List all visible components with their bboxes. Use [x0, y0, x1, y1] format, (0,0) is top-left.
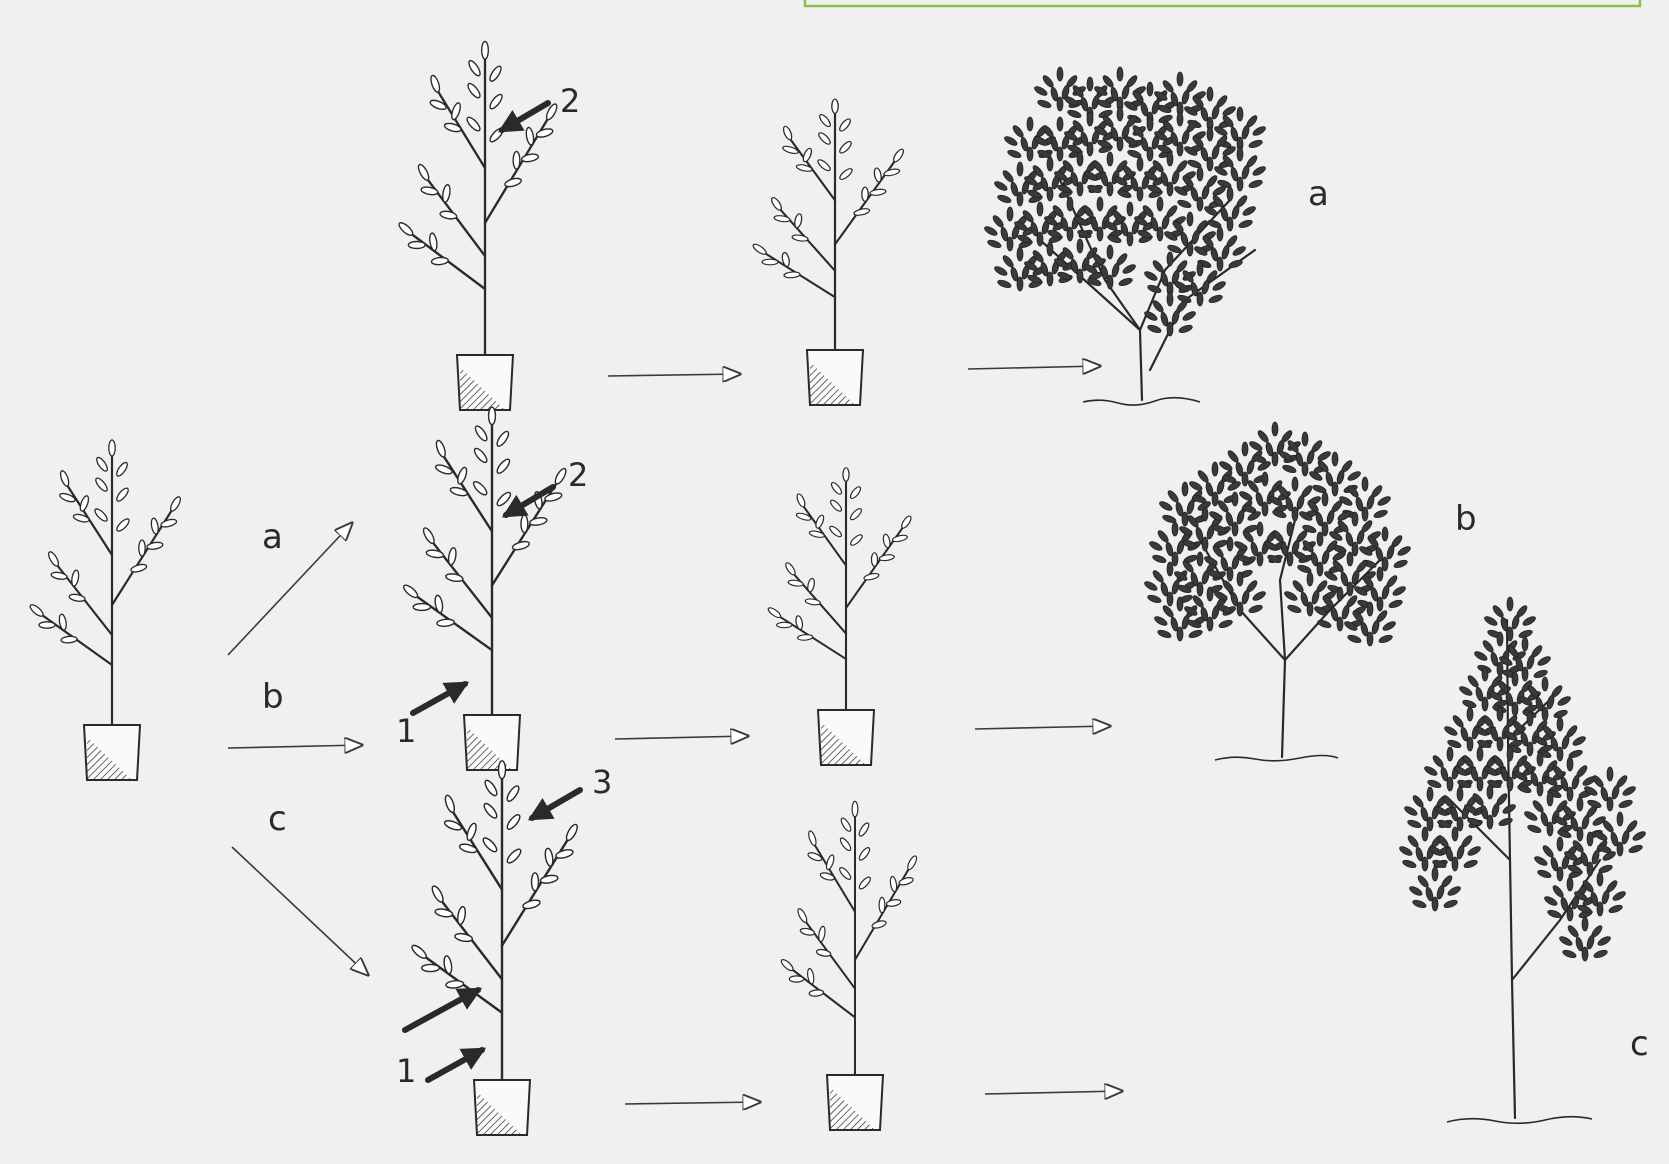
path-label-a: a	[262, 517, 283, 557]
cut-mark-b-top: 2	[568, 456, 588, 494]
result-label-b: b	[1455, 499, 1477, 539]
result-label-a: a	[1308, 174, 1329, 214]
cut-mark-b-bottom: 1	[396, 712, 416, 750]
path-label-b: b	[262, 677, 284, 717]
result-label-c: c	[1630, 1024, 1649, 1064]
path-label-c: c	[268, 799, 287, 839]
cut-mark-a-top: 2	[560, 82, 580, 120]
cut-mark-c-top: 3	[592, 763, 612, 801]
cut-mark-c-bottom: 1	[396, 1052, 416, 1090]
